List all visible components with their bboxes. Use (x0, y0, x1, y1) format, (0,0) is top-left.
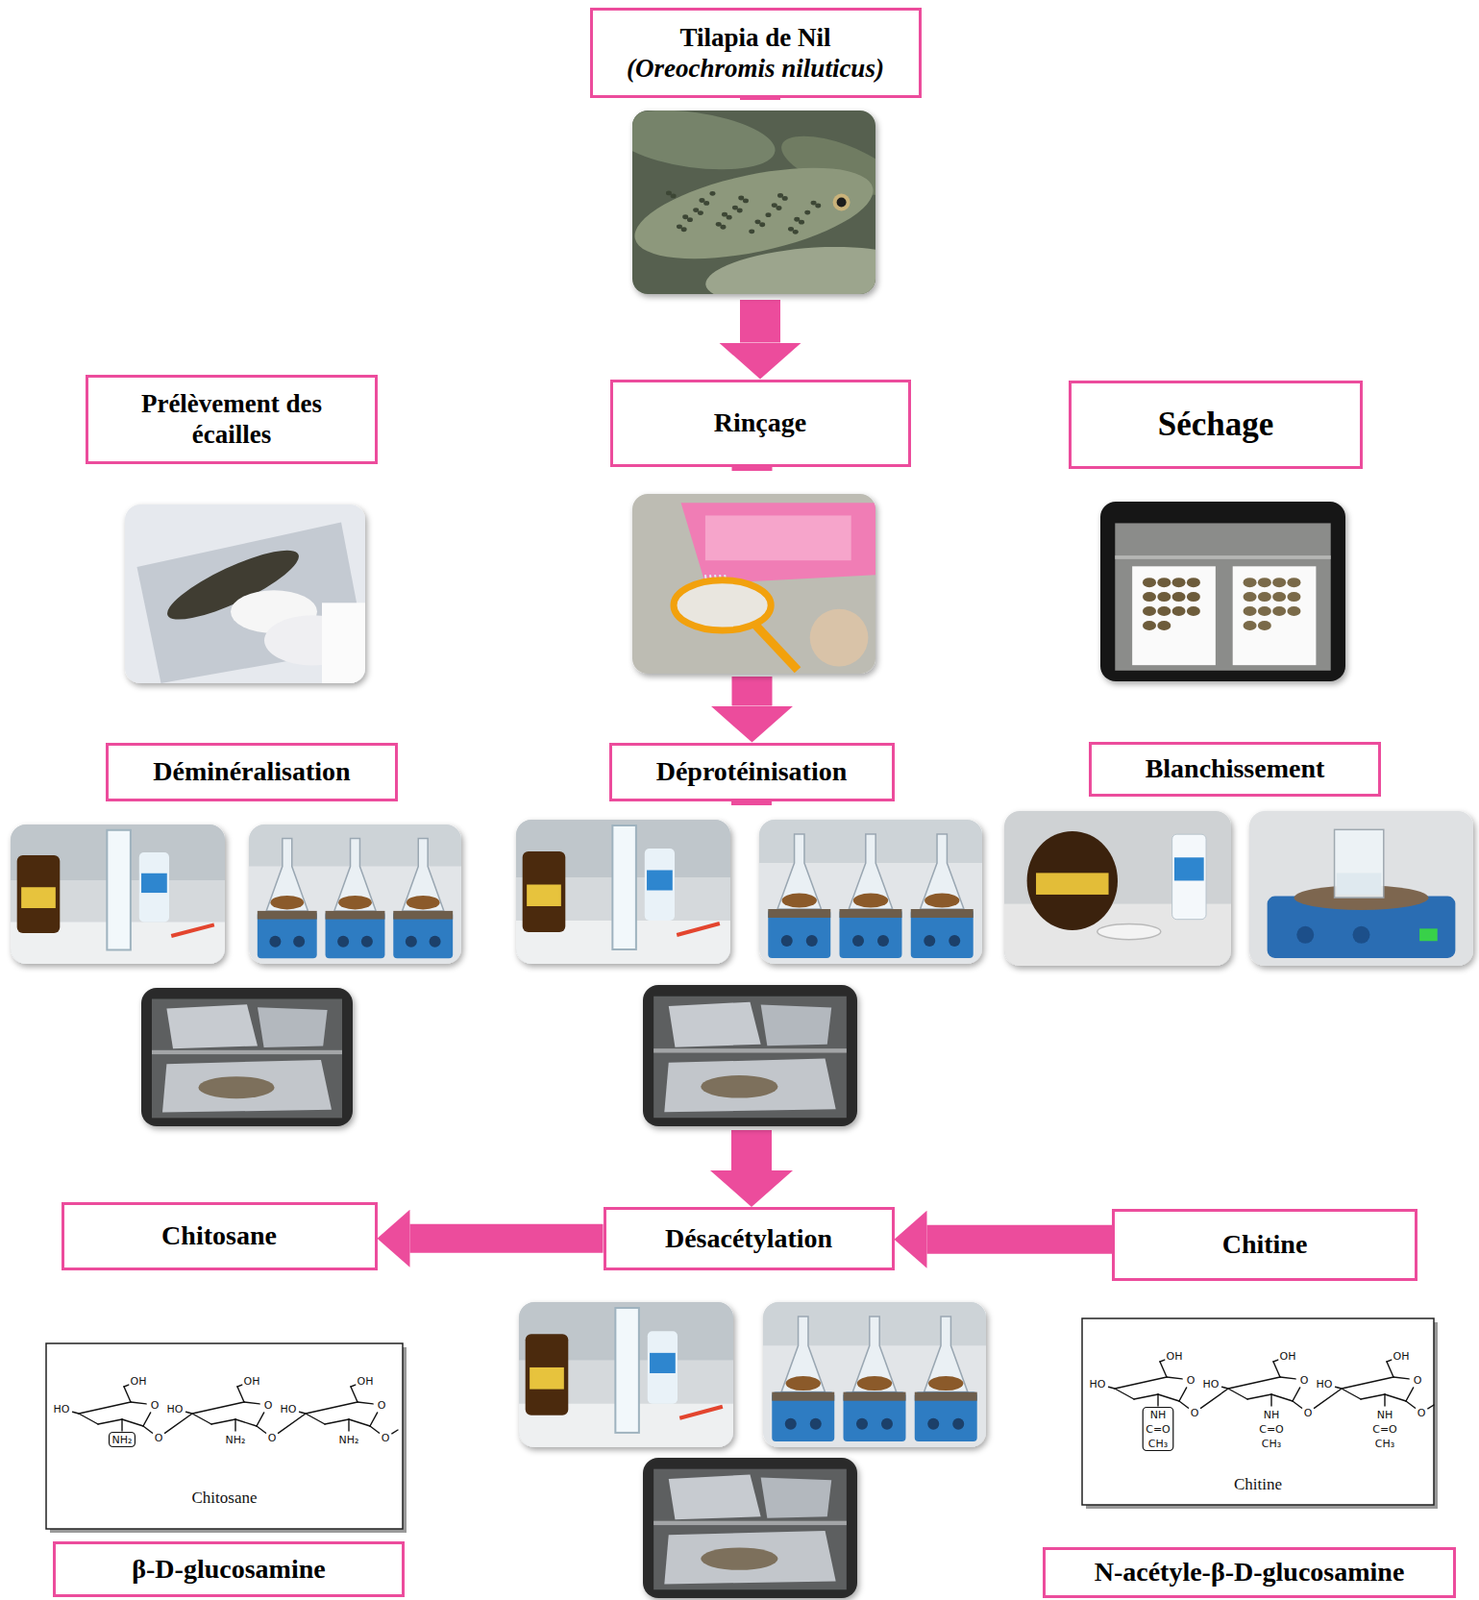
atom-label: HO (53, 1404, 71, 1415)
sugar-ring (1109, 1359, 1229, 1408)
sugar-ring (186, 1384, 306, 1433)
atom-label: NH₂ (225, 1434, 247, 1446)
atom-label: O (1304, 1407, 1313, 1419)
sugar-ring (1222, 1359, 1342, 1408)
atom-label: OH (130, 1376, 148, 1387)
lab-photo (124, 504, 366, 684)
atom-label: O (264, 1400, 273, 1411)
box-label: Chitosane (161, 1219, 277, 1253)
atom-label: O (377, 1400, 387, 1411)
process-box: Prélèvement des écailles (85, 374, 378, 465)
sugar-ring (73, 1384, 193, 1433)
process-box: Séchage (1068, 380, 1363, 469)
process-box: Blanchissement (1088, 741, 1381, 797)
box-label: Désacétylation (665, 1222, 833, 1256)
structure-frame (46, 1343, 407, 1533)
box-label: Rinçage (714, 406, 807, 440)
lab-photo (516, 819, 731, 964)
atom-label: NH (1377, 1409, 1394, 1421)
process-box: Rinçage (610, 379, 912, 468)
box-label: Séchage (1158, 404, 1275, 445)
lab-photo (607, 100, 912, 312)
atom-label: NH₂ (112, 1434, 133, 1446)
atom-label: HO (1203, 1379, 1220, 1390)
monomer-box: β-D-glucosamine (52, 1541, 405, 1598)
lab-photo (1004, 811, 1232, 966)
atom-label: O (268, 1432, 277, 1444)
atom-label: HO (167, 1404, 184, 1415)
atom-label: CH₃ (1375, 1438, 1395, 1450)
product-box: Chitosane (61, 1202, 378, 1271)
box-label: (Oreochromis niluticus) (626, 52, 885, 84)
lab-photo (632, 493, 876, 674)
atom-label: C=O (1372, 1424, 1398, 1435)
atom-label: O (154, 1432, 164, 1444)
box-label: Chitine (1222, 1228, 1308, 1261)
process-box: Désacétylation (603, 1207, 895, 1271)
atom-label: O (1190, 1407, 1200, 1419)
atom-label: NH (1150, 1409, 1167, 1421)
process-box: Déprotéinisation (609, 742, 895, 802)
atom-label: O (381, 1432, 391, 1444)
atom-label: OH (244, 1376, 261, 1387)
product-box: Chitine (1111, 1208, 1418, 1282)
atom-label: C=O (1258, 1424, 1284, 1435)
atom-label: CH₃ (1261, 1438, 1282, 1450)
lab-photo (518, 1302, 734, 1448)
process-arrow (927, 1225, 1113, 1255)
sugar-ring (299, 1384, 398, 1434)
box-label: N-acétyle-β-D-glucosamine (1094, 1555, 1406, 1589)
atom-label: HO (1089, 1379, 1107, 1390)
lab-photo (141, 987, 353, 1127)
monomer-box: N-acétyle-β-D-glucosamine (1042, 1547, 1456, 1599)
atom-label: OH (1166, 1351, 1184, 1362)
title-box: Tilapia de Nil(Oreochromis niluticus) (590, 7, 922, 99)
lab-photo (1100, 501, 1346, 682)
atom-label: OH (1393, 1351, 1410, 1362)
process-arrow (410, 1224, 604, 1254)
atom-label: O (1417, 1407, 1427, 1419)
box-label: Prélèvement des écailles (99, 388, 364, 451)
lab-photo (642, 985, 858, 1127)
atom-label: HO (1316, 1379, 1333, 1390)
structure-caption: Chitine (1233, 1476, 1282, 1493)
atom-label: HO (280, 1404, 297, 1415)
atom-label: OH (357, 1376, 374, 1387)
atom-label: NH (1263, 1409, 1281, 1421)
lab-photo (642, 1457, 858, 1599)
structure-frame (1082, 1318, 1438, 1509)
atom-label: C=O (1145, 1424, 1171, 1435)
lab-photo (10, 824, 225, 964)
atom-label: NH₂ (339, 1434, 360, 1446)
process-box: Déminéralisation (105, 742, 398, 802)
atom-label: O (1413, 1375, 1423, 1386)
highlight-frame (1142, 1407, 1174, 1452)
atom-label: OH (1280, 1351, 1297, 1362)
lab-photo (759, 819, 983, 964)
box-label: β-D-glucosamine (131, 1552, 325, 1586)
box-label: Déprotéinisation (656, 755, 848, 789)
highlight-frame (109, 1432, 136, 1448)
atom-label: CH₃ (1148, 1438, 1168, 1450)
lab-photo (1249, 811, 1474, 966)
structure-caption: Chitosane (192, 1489, 258, 1506)
photo-ground (509, 805, 990, 1131)
atom-label: O (150, 1400, 160, 1411)
atom-label: O (1300, 1375, 1309, 1386)
box-label: Blanchissement (1145, 752, 1326, 786)
sugar-ring (1335, 1359, 1434, 1409)
box-label: Tilapia de Nil (679, 22, 831, 53)
box-label: Déminéralisation (152, 755, 350, 789)
atom-label: O (1186, 1375, 1196, 1386)
lab-photo (248, 824, 462, 964)
lab-photo (763, 1302, 986, 1448)
photo-ground (624, 470, 885, 677)
